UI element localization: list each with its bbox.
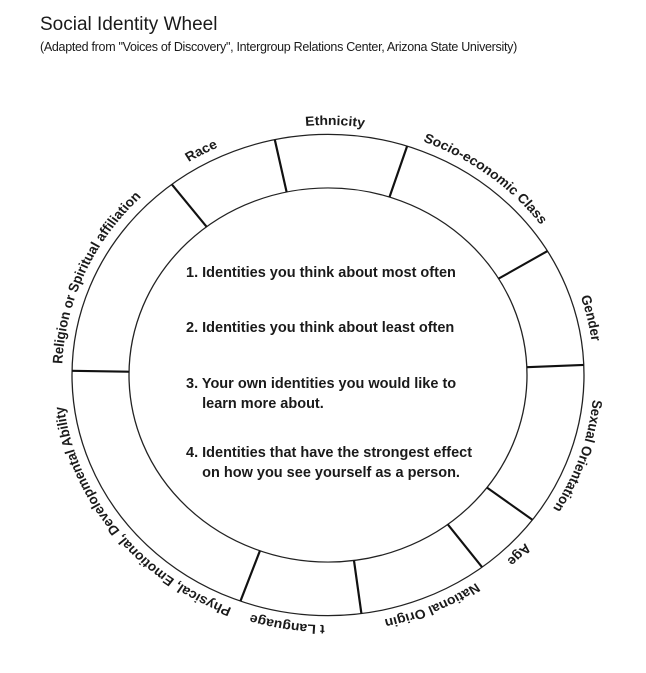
segment-divider — [388, 145, 409, 198]
diagram-title: Social Identity Wheel — [40, 14, 218, 35]
segment-divider — [170, 183, 208, 228]
segment-label-text: Race — [182, 137, 220, 165]
segment-label: Socio-economic Class — [422, 131, 551, 227]
segment-divider — [526, 363, 584, 369]
segment-label-text: Religion or Spiritual affiliation — [50, 189, 144, 365]
prompt-2: 2. Identities you think about least ofte… — [186, 320, 455, 336]
diagram-subtitle: (Adapted from "Voices of Discovery", Int… — [40, 40, 517, 54]
segment-label-text: Ethnicity — [305, 113, 367, 130]
prompt-3: 3. Your own identities you would like to… — [186, 376, 457, 412]
segment-label: Ethnicity — [305, 113, 367, 130]
segment-label-text: National Origin — [383, 580, 482, 630]
segment-label-text: Sexual Orientation — [550, 399, 605, 515]
segment-divider — [498, 250, 549, 280]
segment-divider — [72, 369, 130, 373]
segment-label: National Origin — [383, 580, 482, 630]
segment-divider — [486, 486, 534, 521]
segment-divider — [239, 550, 261, 602]
segment-divider — [273, 139, 288, 193]
segment-label-text: Socio-economic Class — [422, 131, 551, 227]
segment-label-text: Gender — [578, 293, 604, 342]
segment-label: Gender — [578, 293, 604, 342]
segment-label: Race — [182, 137, 220, 165]
segment-label: Religion or Spiritual affiliation — [50, 189, 144, 365]
prompt-4: 4. Identities that have the strongest ef… — [186, 445, 473, 481]
segment-divider — [446, 523, 483, 568]
inner-circle — [128, 187, 528, 563]
segment-divider — [352, 560, 363, 614]
outer-ring — [71, 133, 585, 617]
prompt-1: 1. Identities you think about most often — [186, 265, 456, 281]
segment-label: Sexual Orientation — [550, 399, 605, 515]
